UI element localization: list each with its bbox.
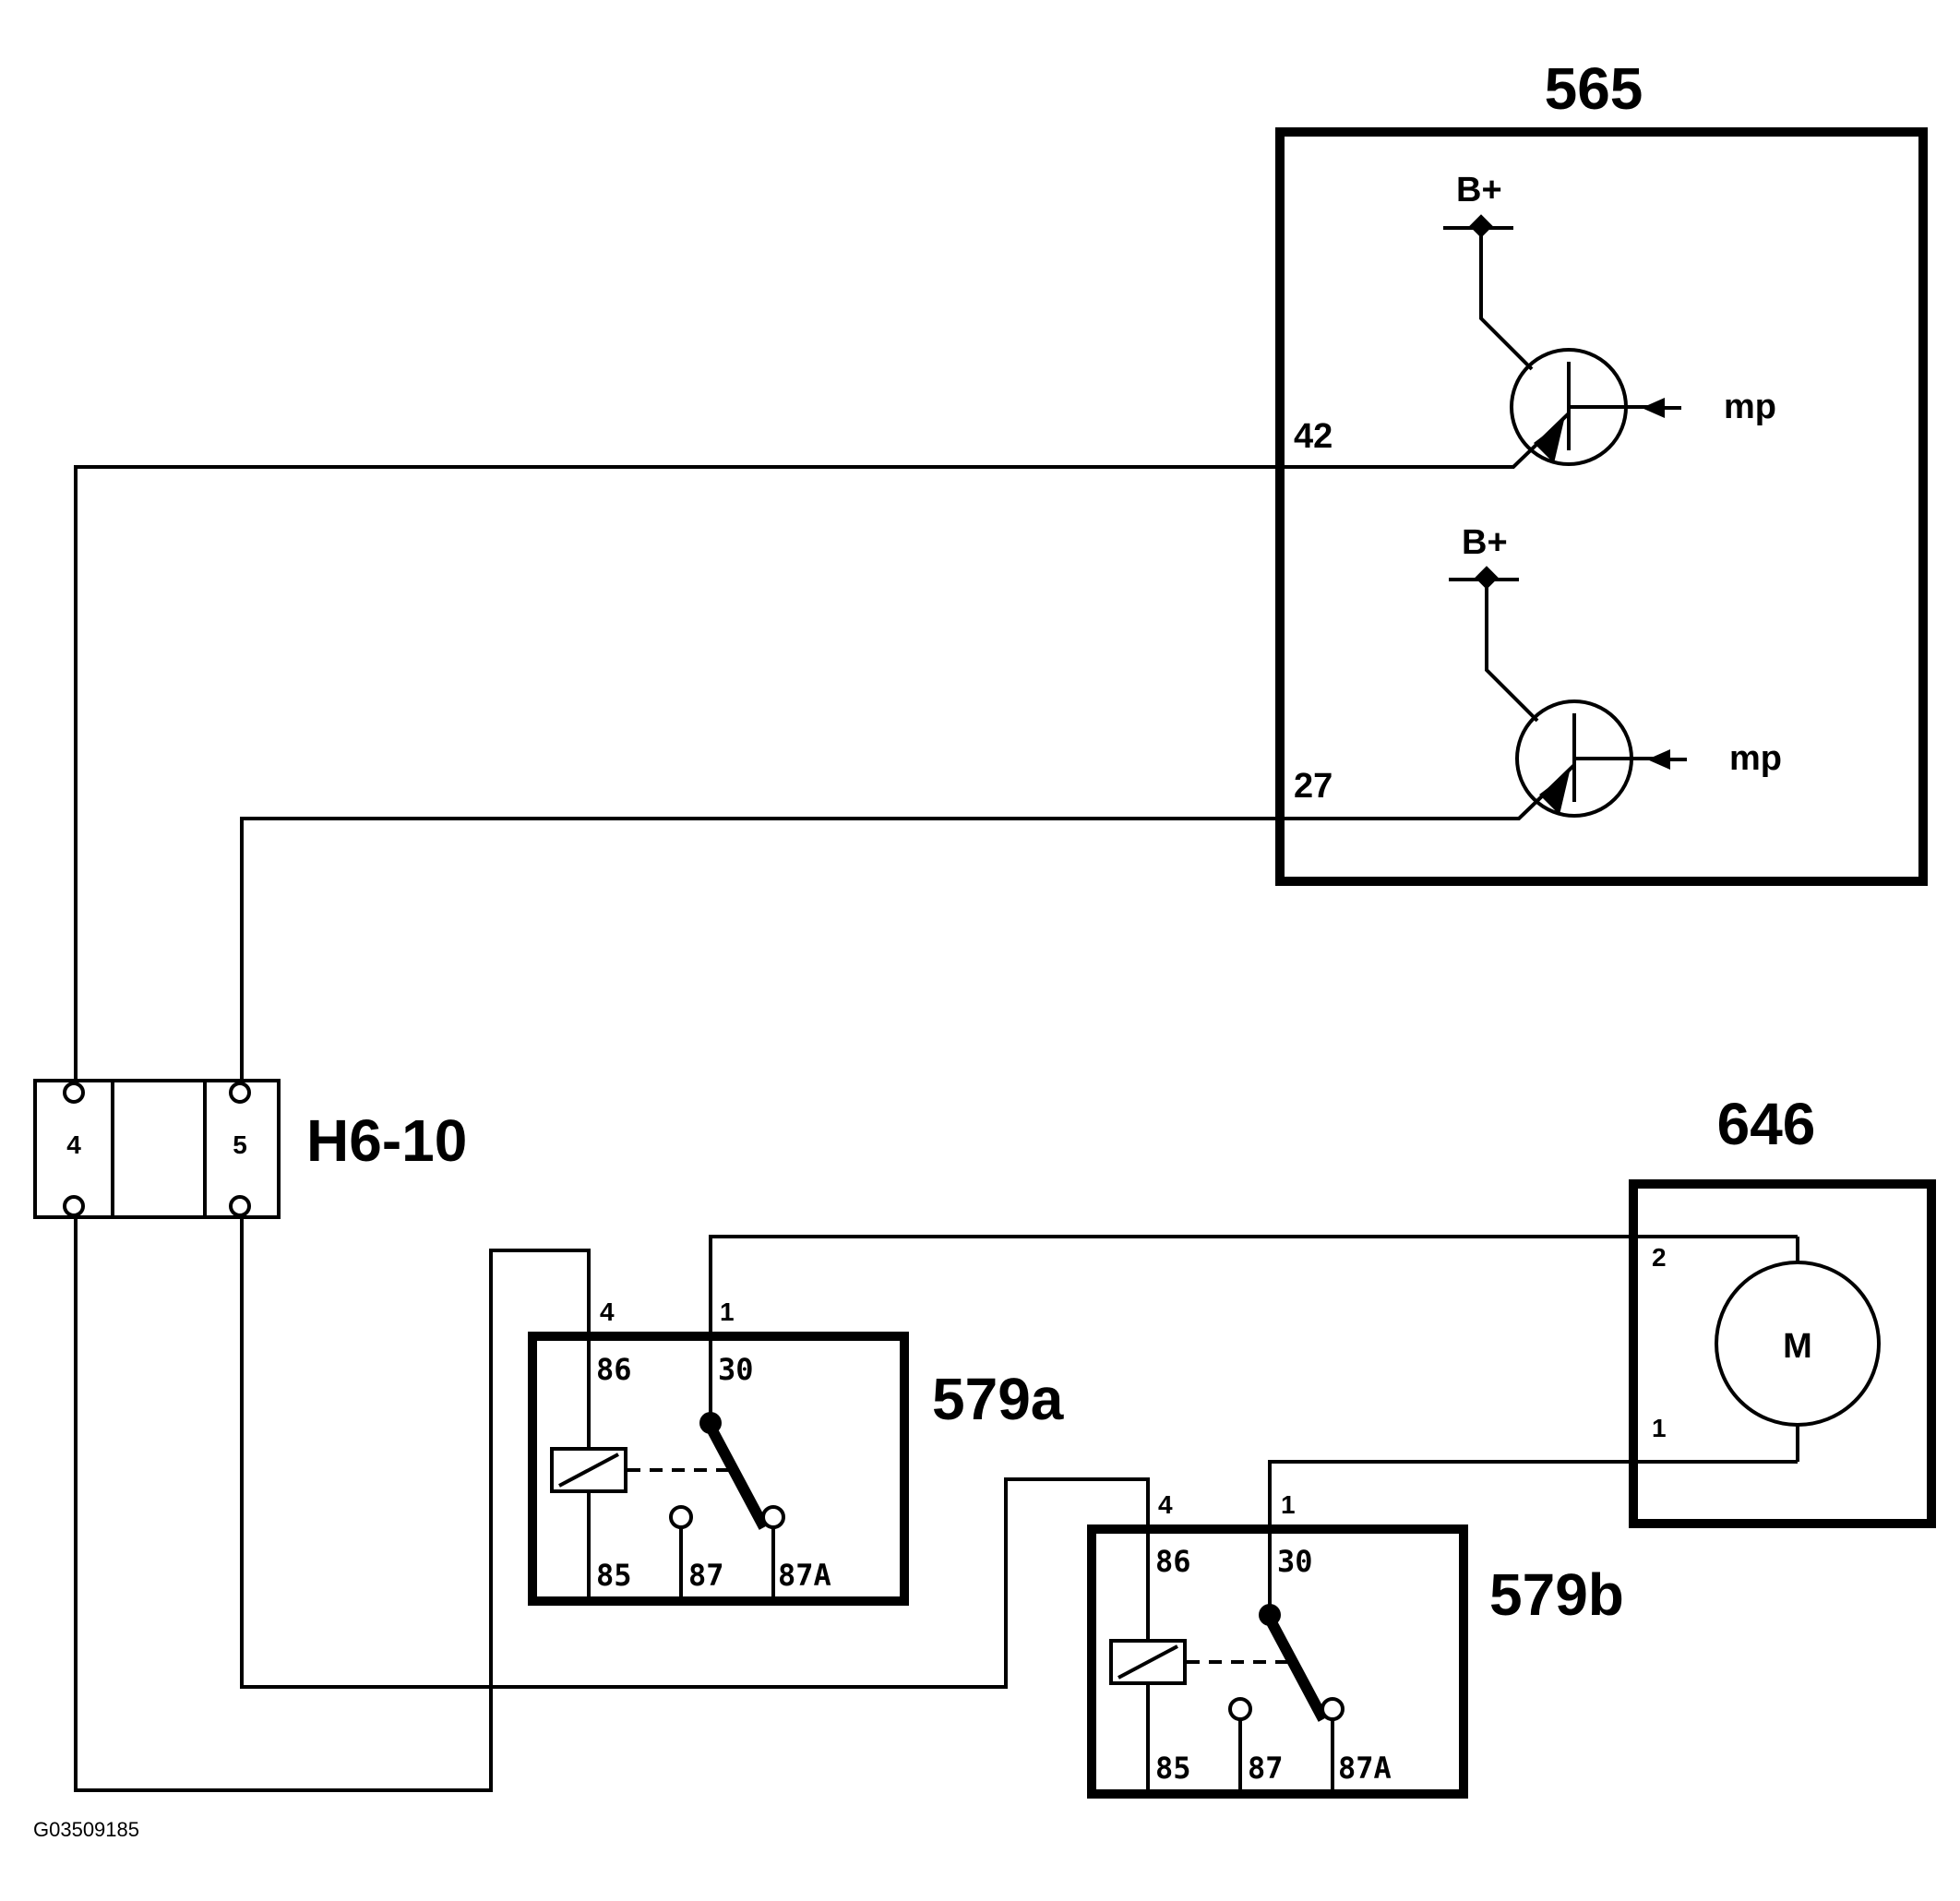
- relay-579a-terminal-85: 85: [596, 1558, 632, 1593]
- relay-579b-switch-arm: [1266, 1620, 1329, 1722]
- pin-27-label: 27: [1294, 767, 1333, 806]
- relay-579a-switch-arm: [707, 1428, 770, 1530]
- relay-579a-terminal-87: 87: [688, 1558, 724, 1593]
- signal-label-top: mp: [1724, 388, 1776, 426]
- relay-579a-terminal-86: 86: [596, 1352, 632, 1387]
- signal-label-bottom: mp: [1729, 739, 1782, 778]
- module-565-label: 565: [1545, 55, 1643, 122]
- motor-symbol-label: M: [1783, 1327, 1812, 1366]
- motor-646-label: 646: [1717, 1091, 1816, 1157]
- relay-579a-terminal-30: 30: [718, 1352, 754, 1387]
- relay-579b-terminal-30: 30: [1277, 1544, 1313, 1579]
- relay-579a-terminal-87a: 87A: [778, 1558, 831, 1593]
- relay-579b-pin-4: 4: [1158, 1490, 1173, 1519]
- relay-579a-housing: [528, 1332, 909, 1606]
- wiring: [74, 465, 1798, 1792]
- collector-lead-top: [1479, 228, 1534, 371]
- relay-579b: 579b 4 1 86 30 85 87 87A: [1087, 1490, 1624, 1799]
- connector-pin-4-label: 4: [66, 1130, 81, 1159]
- connector-pin5-top-terminal: [229, 1082, 251, 1104]
- relay-579b-contact-87a: [1321, 1697, 1345, 1721]
- relay-579b-terminal-87: 87: [1248, 1751, 1284, 1786]
- relay-579b-terminal-85: 85: [1155, 1751, 1191, 1786]
- relay-579b-terminal-87a: 87A: [1338, 1751, 1392, 1786]
- collector-lead-bottom: [1485, 580, 1539, 723]
- motor-646: 646 M 2 1: [1629, 1091, 1936, 1528]
- relay-579b-label: 579b: [1489, 1561, 1624, 1628]
- wire-579b-30-to-motor-pin1: [1268, 1460, 1798, 1529]
- relay-579b-pin-1: 1: [1281, 1490, 1296, 1519]
- supply-label-bottom: B+: [1462, 523, 1508, 562]
- connector-h6-10-body: [33, 1079, 281, 1219]
- wire-565-42-to-h6-10-pin4: [74, 465, 1506, 1083]
- relay-579b-housing: [1087, 1524, 1468, 1799]
- relay-579a: 579a 4 1 86 30 85 87 87A: [528, 1297, 1064, 1606]
- motor-pin-1-label: 1: [1652, 1414, 1667, 1442]
- relay-579a-pin-4: 4: [600, 1297, 615, 1326]
- wire-h6-10-pin5-to-579b-86: [240, 1215, 1150, 1689]
- relay-579a-coil-slash: [558, 1453, 619, 1488]
- wire-h6-10-pin4-to-579a-86: [74, 1215, 591, 1792]
- emitter-arrow-bottom: [1539, 771, 1570, 815]
- wire-579a-30-to-motor-pin2: [709, 1235, 1798, 1336]
- relay-579b-coil-slash: [1117, 1644, 1178, 1680]
- relay-579b-contact-87: [1228, 1697, 1252, 1721]
- figure-id: G03509185: [33, 1818, 139, 1841]
- wire-565-27-to-h6-10-pin5: [240, 817, 1512, 1083]
- relay-579a-pin-1: 1: [720, 1297, 735, 1326]
- module-565-housing: [1275, 127, 1928, 886]
- supply-label-top: B+: [1456, 171, 1502, 209]
- relay-579a-contact-87: [669, 1505, 693, 1529]
- pin-42-label: 42: [1294, 417, 1333, 456]
- connector-h6-10: 4 5 H6-10: [33, 1079, 467, 1219]
- connector-pin4-top-terminal: [63, 1082, 85, 1104]
- connector-h6-10-label: H6-10: [306, 1107, 467, 1174]
- motor-pin-2-label: 2: [1652, 1243, 1667, 1272]
- motor-646-housing: [1629, 1179, 1936, 1528]
- emitter-arrow-top: [1534, 420, 1564, 463]
- module-565-driver-top: B+ mp 42: [1294, 171, 1776, 469]
- connector-pin5-bottom-terminal: [229, 1195, 251, 1217]
- module-565: 565 B+ mp 42 B+ m: [1275, 55, 1928, 886]
- relay-579a-contact-87a: [761, 1505, 785, 1529]
- module-565-driver-bottom: B+ mp 27: [1294, 523, 1782, 820]
- connector-pin-5-label: 5: [233, 1130, 247, 1159]
- connector-pin4-bottom-terminal: [63, 1195, 85, 1217]
- relay-579a-label: 579a: [932, 1366, 1064, 1432]
- relay-579b-terminal-86: 86: [1155, 1544, 1191, 1579]
